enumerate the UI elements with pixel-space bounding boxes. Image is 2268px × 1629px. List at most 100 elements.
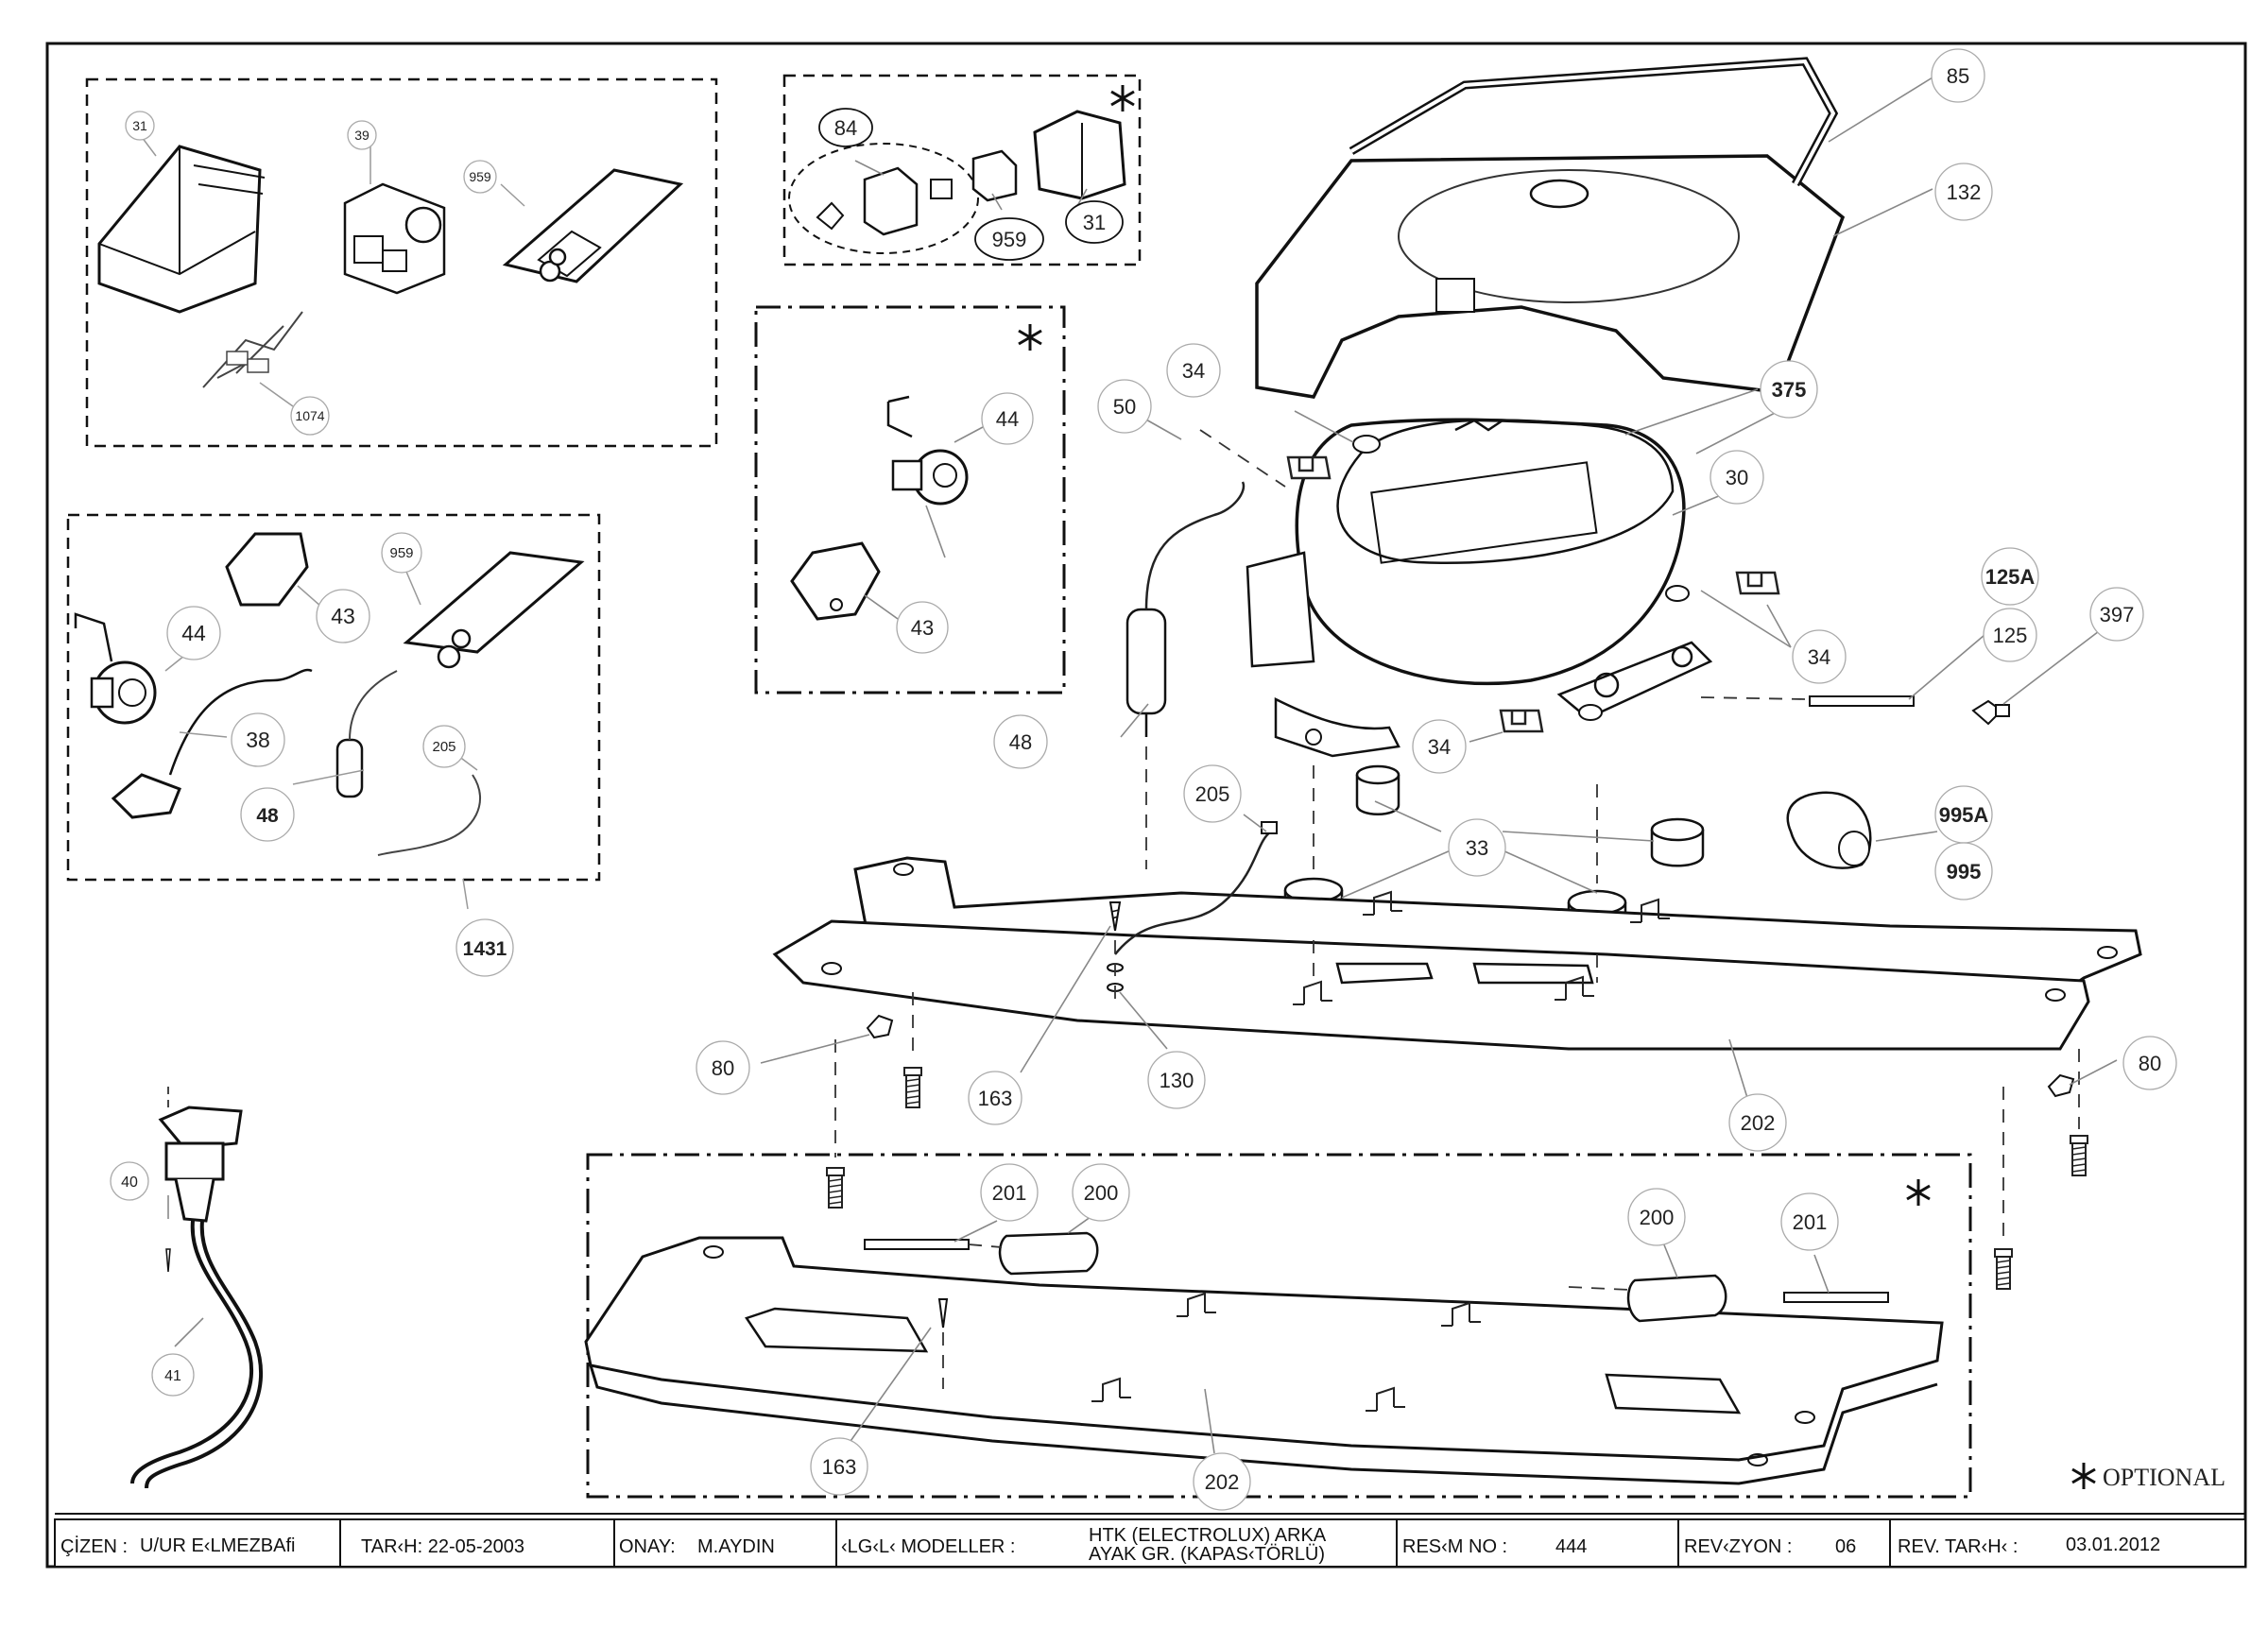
callout-163b: 163 (810, 1437, 868, 1496)
svg-text:959: 959 (992, 228, 1027, 251)
svg-text:200: 200 (1640, 1206, 1675, 1229)
callout-80a: 80 (696, 1040, 750, 1095)
tarih: TAR‹H: 22-05-2003 (361, 1536, 524, 1557)
svg-text:959: 959 (469, 169, 491, 184)
resim-label: RES‹M NO : (1402, 1536, 1507, 1557)
svg-text:84: 84 (834, 116, 857, 140)
svg-text:43: 43 (331, 604, 355, 628)
callout-201b: 201 (1780, 1192, 1839, 1251)
callout-125: 125 (1983, 608, 2037, 662)
part-995-grommet (1786, 791, 1872, 869)
svg-text:201: 201 (1793, 1210, 1828, 1234)
part-31-cover (97, 145, 266, 314)
part-959-bracket (502, 168, 684, 283)
callout-50: 50 (1097, 379, 1152, 434)
svg-text:31: 31 (1083, 211, 1106, 234)
callout-48a: 48 (240, 787, 295, 842)
callout-202a: 202 (1728, 1093, 1787, 1152)
svg-text:205: 205 (432, 739, 455, 755)
optional-star-icon (2070, 1461, 2097, 1491)
callout-163a: 163 (968, 1071, 1022, 1125)
callout-200b: 200 (1627, 1188, 1686, 1246)
group-box-capacitor-kit (66, 513, 601, 910)
svg-text:39: 39 (354, 128, 369, 143)
callout-31a: 31 (125, 111, 155, 141)
model-line-2: AYAK GR. (KAPAS‹TÖRLÜ) (1089, 1544, 1325, 1565)
callout-40: 40 (110, 1161, 149, 1201)
callout-44b: 44 (166, 606, 221, 660)
group-box-relay-kit (85, 77, 718, 448)
part-40-41-power-cord (130, 1087, 264, 1489)
svg-text:1074: 1074 (295, 408, 324, 423)
callouts: 31 39 959 1074 84 959 31 44 43 44 43 959… (110, 48, 2177, 1511)
svg-text:80: 80 (2139, 1052, 2161, 1075)
part-163-screw (1108, 901, 1122, 932)
svg-text:202: 202 (1741, 1111, 1776, 1135)
callout-39: 39 (347, 120, 377, 150)
revizyon-value: 06 (1835, 1536, 1856, 1557)
leader-lines (167, 77, 2118, 1454)
callout-959c: 959 (381, 532, 422, 574)
callout-44a: 44 (981, 392, 1034, 445)
svg-text:41: 41 (164, 1368, 181, 1384)
callout-1074: 1074 (290, 396, 330, 436)
callout-202b: 202 (1193, 1452, 1251, 1511)
callout-41: 41 (151, 1353, 195, 1397)
svg-text:40: 40 (121, 1175, 138, 1191)
svg-text:995: 995 (1947, 860, 1982, 883)
part-1074-terminal (202, 311, 303, 388)
callout-34a: 34 (1166, 343, 1221, 398)
title-block: ÇİZEN : U/UR E‹LMEZBAfi TAR‹H: 22-05-200… (54, 1518, 2246, 1568)
cizen-label: ÇİZEN : (60, 1535, 128, 1557)
part-125-pin (1809, 695, 1915, 707)
svg-text:34: 34 (1182, 359, 1205, 383)
callout-995A: 995A (1934, 785, 1993, 844)
callout-30: 30 (1710, 450, 1764, 505)
callout-125A: 125A (1981, 547, 2039, 606)
callout-33: 33 (1448, 818, 1506, 877)
svg-text:125A: 125A (1985, 565, 2036, 589)
onay-value: M.AYDIN (697, 1536, 775, 1557)
svg-text:205: 205 (1195, 782, 1230, 806)
part-34-clips (1286, 435, 1780, 733)
ilgili-label: ‹LG‹L‹ MODELLER : (841, 1536, 1015, 1557)
part-202-base-plate (772, 856, 2142, 1051)
callout-34c: 34 (1412, 719, 1467, 774)
svg-text:44: 44 (996, 407, 1019, 431)
svg-text:31: 31 (132, 118, 147, 133)
callout-959b: 959 (974, 217, 1044, 261)
callout-34b: 34 (1792, 629, 1847, 684)
group-box-relay-optional (782, 74, 1142, 266)
callout-43a: 43 (896, 601, 949, 654)
svg-text:163: 163 (978, 1087, 1013, 1110)
svg-text:130: 130 (1160, 1069, 1194, 1092)
revizyon-label: REV‹ZYON : (1684, 1536, 1792, 1557)
callout-38: 38 (231, 712, 285, 767)
onay-label: ONAY: (619, 1536, 676, 1557)
svg-text:201: 201 (992, 1181, 1027, 1205)
svg-text:132: 132 (1947, 180, 1982, 204)
part-39-relay (343, 182, 446, 295)
model-line-1: HTK (ELECTROLUX) ARKA (1089, 1525, 1327, 1546)
callout-397: 397 (2089, 587, 2144, 642)
callout-130: 130 (1147, 1051, 1206, 1109)
callout-200a: 200 (1072, 1163, 1130, 1222)
part-30-compressor (1246, 418, 1713, 758)
assembly-lines (834, 429, 2080, 1240)
callout-995: 995 (1934, 842, 1993, 900)
svg-text:44: 44 (181, 621, 206, 645)
callout-84: 84 (818, 108, 873, 147)
svg-text:397: 397 (2100, 603, 2135, 626)
svg-text:85: 85 (1947, 64, 1969, 88)
svg-text:125: 125 (1993, 624, 2028, 647)
svg-text:995A: 995A (1939, 803, 1989, 827)
group-box-alt-base-optional (584, 1153, 1972, 1499)
part-80-feet (866, 1014, 2075, 1098)
svg-text:50: 50 (1113, 395, 1136, 419)
revtarih-value: 03.01.2012 (2066, 1535, 2160, 1555)
svg-text:48: 48 (1009, 730, 1032, 754)
svg-text:80: 80 (712, 1056, 734, 1080)
svg-text:38: 38 (246, 728, 270, 752)
svg-text:200: 200 (1084, 1181, 1119, 1205)
